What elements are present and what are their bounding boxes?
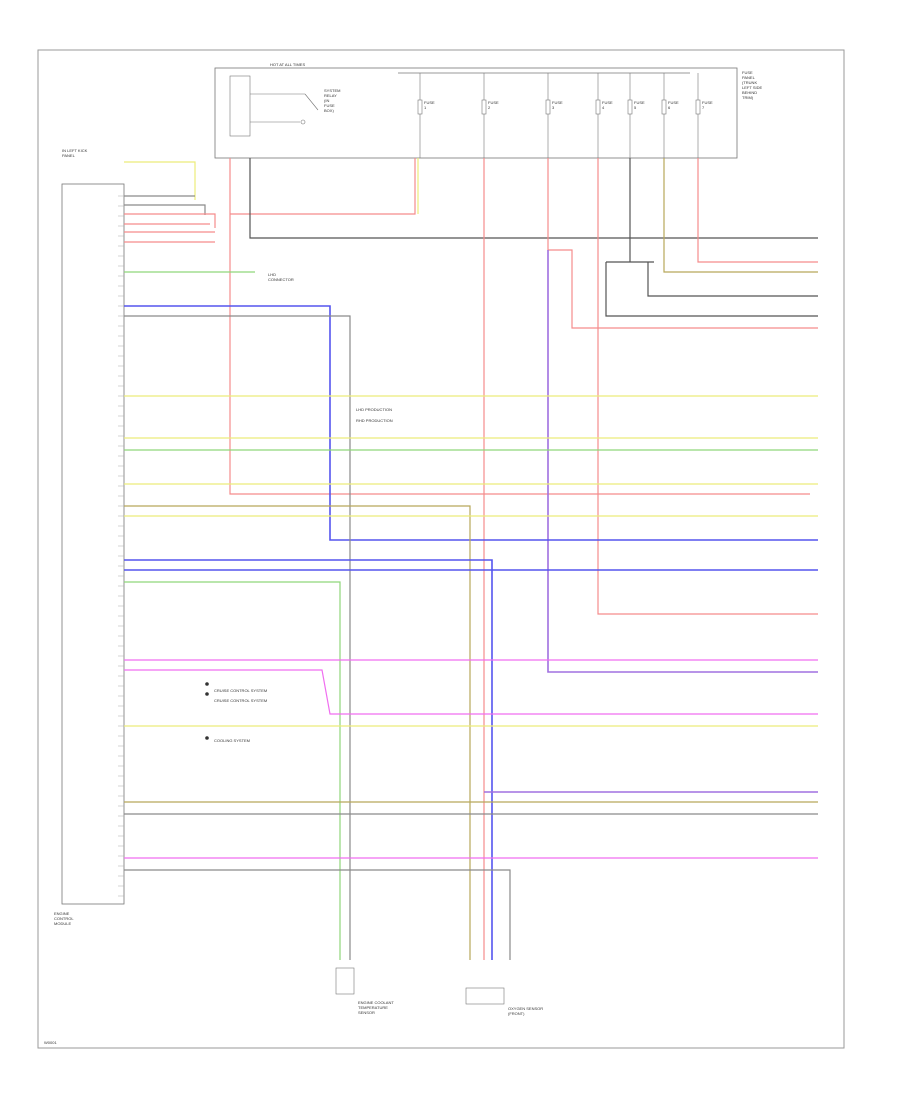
- wire-3: [124, 204, 206, 215]
- wire-15: [597, 158, 818, 615]
- legend-note-lhd: LHD PRODUCTION: [356, 407, 392, 412]
- wire-33: [124, 581, 341, 960]
- ecm-connector: [61, 183, 125, 905]
- cooling-note: COOLING SYSTEM: [214, 738, 250, 743]
- cooling-note-dot: [205, 736, 209, 740]
- wire-29: [124, 505, 471, 960]
- wire-8: [229, 158, 810, 495]
- oxygen-sensor: OXYGEN SENSOR(FRONT): [465, 987, 543, 1016]
- pin-group: [118, 195, 124, 897]
- wire-21: [697, 158, 818, 263]
- cruise-note-dot-1: [205, 682, 209, 686]
- oxygen-sensor-label: OXYGEN SENSOR(FRONT): [508, 1006, 543, 1016]
- wire-4: [124, 213, 216, 228]
- wire-18: [605, 262, 818, 317]
- cruise-note-1: CRUISE CONTROL SYSTEM: [214, 688, 267, 693]
- legend-note-rhd: RHD PRODUCTION: [356, 418, 393, 423]
- wire-group: [124, 158, 818, 960]
- fuse-panel-box: [214, 67, 738, 159]
- wire-20: [663, 158, 818, 273]
- footer-id: W0001: [44, 1040, 57, 1045]
- wire-9: [230, 158, 416, 215]
- wire-35: [124, 669, 818, 715]
- wire-23: [124, 305, 818, 541]
- wire-14: [547, 250, 818, 673]
- wire-13: [547, 158, 818, 329]
- cruise-note-dot-2: [205, 692, 209, 696]
- wire-41: [124, 869, 511, 960]
- fuse-panel-title: HOT AT ALL TIMES: [270, 62, 305, 67]
- wire-11: [249, 158, 818, 239]
- diagram-frame: [37, 49, 845, 1049]
- wire-19: [647, 262, 818, 297]
- wire-31: [124, 559, 493, 960]
- wire-24: [124, 315, 351, 960]
- cruise-note-2: CRUISE CONTROL SYSTEM: [214, 698, 267, 703]
- wire-1: [124, 161, 196, 200]
